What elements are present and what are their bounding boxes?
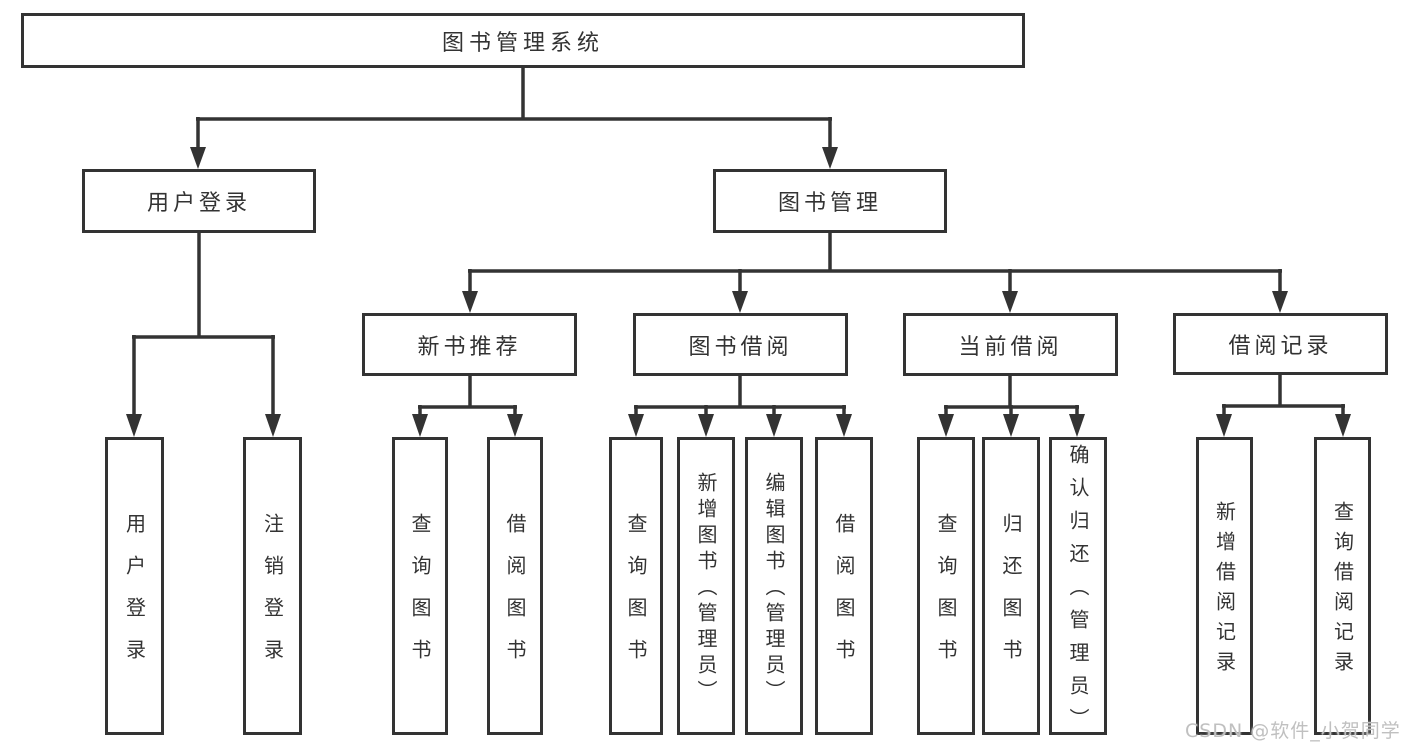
node-label: 当前借阅 bbox=[958, 334, 1063, 360]
node-label: 查询借阅记录 bbox=[1330, 501, 1355, 681]
node-label: 查询图书 bbox=[408, 513, 432, 681]
node-label: 借阅图书 bbox=[832, 513, 856, 681]
leaf-borrow-book: 借阅图书 bbox=[815, 437, 873, 735]
node-label: 借阅图书 bbox=[503, 513, 527, 681]
node-label: 查询图书 bbox=[624, 513, 648, 681]
node-label: 归还图书 bbox=[999, 513, 1023, 681]
node-label: 新书推荐 bbox=[417, 334, 522, 360]
node-label: 新增借阅记录 bbox=[1212, 501, 1237, 681]
node-book-management: 图书管理 bbox=[713, 169, 947, 233]
node-label: 用户登录 bbox=[146, 191, 251, 216]
leaf-return-book: 归还图书 bbox=[982, 437, 1040, 735]
node-label: 图书管理 bbox=[777, 191, 882, 216]
node-label: 用户登录 bbox=[122, 513, 147, 681]
node-label: 图书借阅 bbox=[688, 334, 793, 360]
node-user-login: 用户登录 bbox=[82, 169, 316, 233]
node-label: 查询图书 bbox=[934, 513, 958, 681]
leaf-add-borrow-record: 新增借阅记录 bbox=[1196, 437, 1253, 735]
leaf-edit-book-admin: 编辑图书（管理员） bbox=[745, 437, 803, 735]
node-current-borrowing: 当前借阅 bbox=[903, 313, 1118, 376]
node-label: 确认归还（管理员） bbox=[1066, 444, 1090, 741]
leaf-add-book-admin: 新增图书（管理员） bbox=[677, 437, 735, 735]
node-label: 注销登录 bbox=[260, 513, 285, 681]
leaf-logout: 注销登录 bbox=[243, 437, 302, 735]
node-label: 借阅记录 bbox=[1228, 334, 1333, 359]
node-borrowing-records: 借阅记录 bbox=[1173, 313, 1388, 375]
node-label: 新增图书（管理员） bbox=[694, 472, 718, 706]
node-new-book-recommendation: 新书推荐 bbox=[362, 313, 577, 376]
leaf-query-borrow-record: 查询借阅记录 bbox=[1314, 437, 1371, 735]
watermark-text: CSDN @软件_小贺同学 bbox=[1185, 720, 1401, 742]
leaf-recommend-borrow-book: 借阅图书 bbox=[487, 437, 543, 735]
leaf-user-login: 用户登录 bbox=[105, 437, 164, 735]
leaf-recommend-query-book: 查询图书 bbox=[392, 437, 448, 735]
node-library-management-system: 图书管理系统 bbox=[21, 13, 1025, 68]
connector-lines bbox=[132, 68, 1345, 420]
node-book-borrowing: 图书借阅 bbox=[633, 313, 848, 376]
leaf-borrow-query-book: 查询图书 bbox=[609, 437, 663, 735]
arrowhead-icons bbox=[126, 147, 1351, 437]
leaf-current-query-book: 查询图书 bbox=[917, 437, 975, 735]
leaf-confirm-return-admin: 确认归还（管理员） bbox=[1049, 437, 1107, 741]
node-label: 编辑图书（管理员） bbox=[762, 472, 786, 706]
node-label: 图书管理系统 bbox=[441, 30, 604, 56]
